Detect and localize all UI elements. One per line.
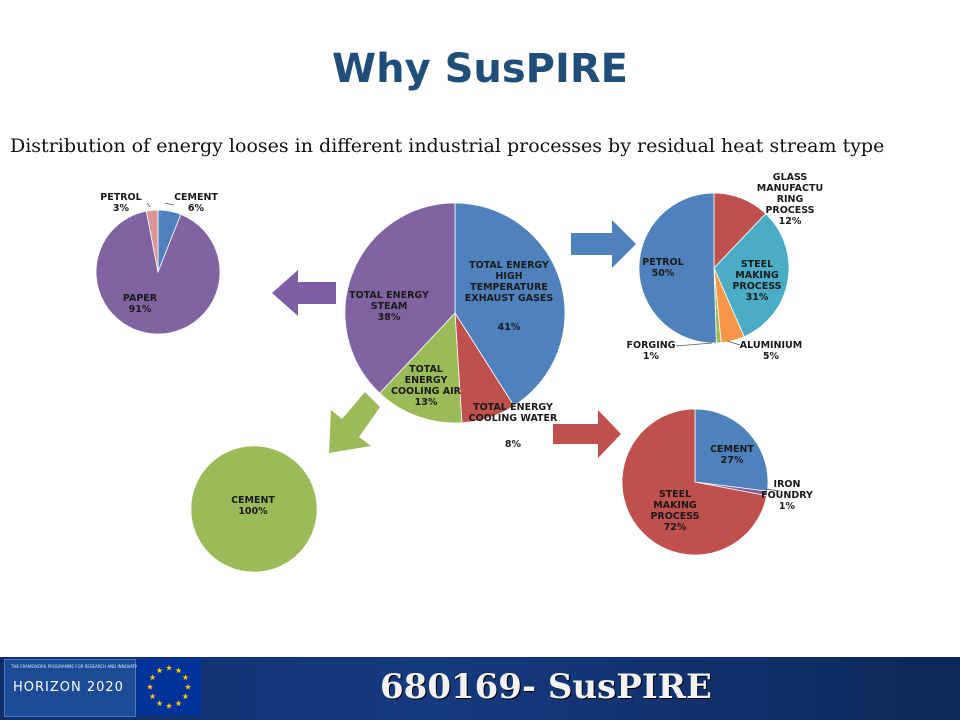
exhaust-slice-steel-making-process	[713, 213, 790, 338]
cooling-water-leader-line	[765, 488, 781, 492]
cooling-air-value-cement: 100%	[238, 506, 268, 517]
main-value-total-energy-high-temperature-exhaust-gases: 41%	[498, 322, 521, 333]
eu-star-icon	[165, 664, 173, 671]
eu-star-icon	[156, 667, 163, 674]
cooling-water-slice-steel-making-process	[621, 408, 768, 556]
steam-slice-petrol	[145, 209, 159, 273]
main-slice-total-energy-steam	[344, 202, 456, 394]
cooling-water-value-iron-foundry: 1%	[779, 501, 796, 512]
cooling-water-slice-cement	[694, 408, 769, 492]
steam-leader-line	[164, 202, 175, 206]
exhaust-value-steel-making-process: 31%	[746, 292, 769, 303]
main-value-total-energy-steam: 38%	[378, 312, 401, 323]
main-slice-total-energy-cooling-air	[379, 312, 463, 424]
exhaust-value-forging: 1%	[643, 351, 660, 362]
horizon-2020-logo: THE FRAMEWORK PROGRAMME FOR RESEARCH AND…	[4, 659, 142, 717]
chart-subtitle: Distribution of energy looses in differe…	[10, 135, 885, 157]
exhaust-value-glass-manufacturing-process: 12%	[779, 216, 802, 227]
arrow-to-exhaust-chart	[571, 220, 636, 268]
eu-star-icon	[182, 693, 189, 700]
flow-arrows	[272, 220, 636, 458]
eu-star-icon	[146, 683, 154, 690]
arrow-to-steam-chart	[272, 270, 336, 316]
arrow-to-cooling-air-chart	[329, 392, 380, 453]
eu-star-icon	[149, 693, 156, 700]
cooling-water-value-cement: 27%	[721, 455, 744, 466]
exhaust-leader-line	[675, 342, 713, 347]
eu-star-icon	[175, 700, 182, 707]
cooling-water-value-steel-making-process: 72%	[664, 522, 687, 533]
exhaust-value-aluminium: 5%	[763, 351, 780, 362]
main-value-total-energy-cooling-water: 8%	[505, 439, 522, 450]
page-title: Why SusPIRE	[331, 46, 628, 92]
main-value-total-energy-cooling-air: 13%	[415, 397, 438, 408]
eu-stars-icon	[146, 664, 192, 709]
exhaust-leader-line	[726, 340, 741, 346]
eu-star-icon	[182, 674, 189, 681]
eu-star-icon	[184, 683, 192, 690]
horizon-2020-wordmark: HORIZON 2020	[13, 680, 124, 695]
steam-value-petrol: 3%	[113, 203, 130, 214]
project-identifier: 680169- SusPIRE	[380, 667, 712, 707]
steam-value-paper: 91%	[129, 304, 152, 315]
cooling-air-slice-cement	[190, 445, 318, 573]
eu-star-icon	[156, 700, 163, 707]
steam-slice-paper	[95, 210, 221, 335]
steam-value-cement: 6%	[188, 203, 205, 214]
eu-star-icon	[149, 674, 156, 681]
exhaust-slice-petrol	[638, 192, 717, 344]
horizon-2020-tagline: THE FRAMEWORK PROGRAMME FOR RESEARCH AND…	[11, 664, 143, 669]
eu-flag-icon	[137, 659, 201, 715]
steam-leader-line	[146, 202, 151, 208]
arrow-to-cooling-water-chart	[553, 410, 621, 458]
eu-star-icon	[165, 702, 173, 709]
main-slice-total-energy-high-temperature-exhaust-gases	[454, 202, 566, 407]
eu-star-icon	[175, 667, 182, 674]
exhaust-value-petrol: 50%	[652, 268, 675, 279]
footer-bar: THE FRAMEWORK PROGRAMME FOR RESEARCH AND…	[0, 657, 960, 720]
